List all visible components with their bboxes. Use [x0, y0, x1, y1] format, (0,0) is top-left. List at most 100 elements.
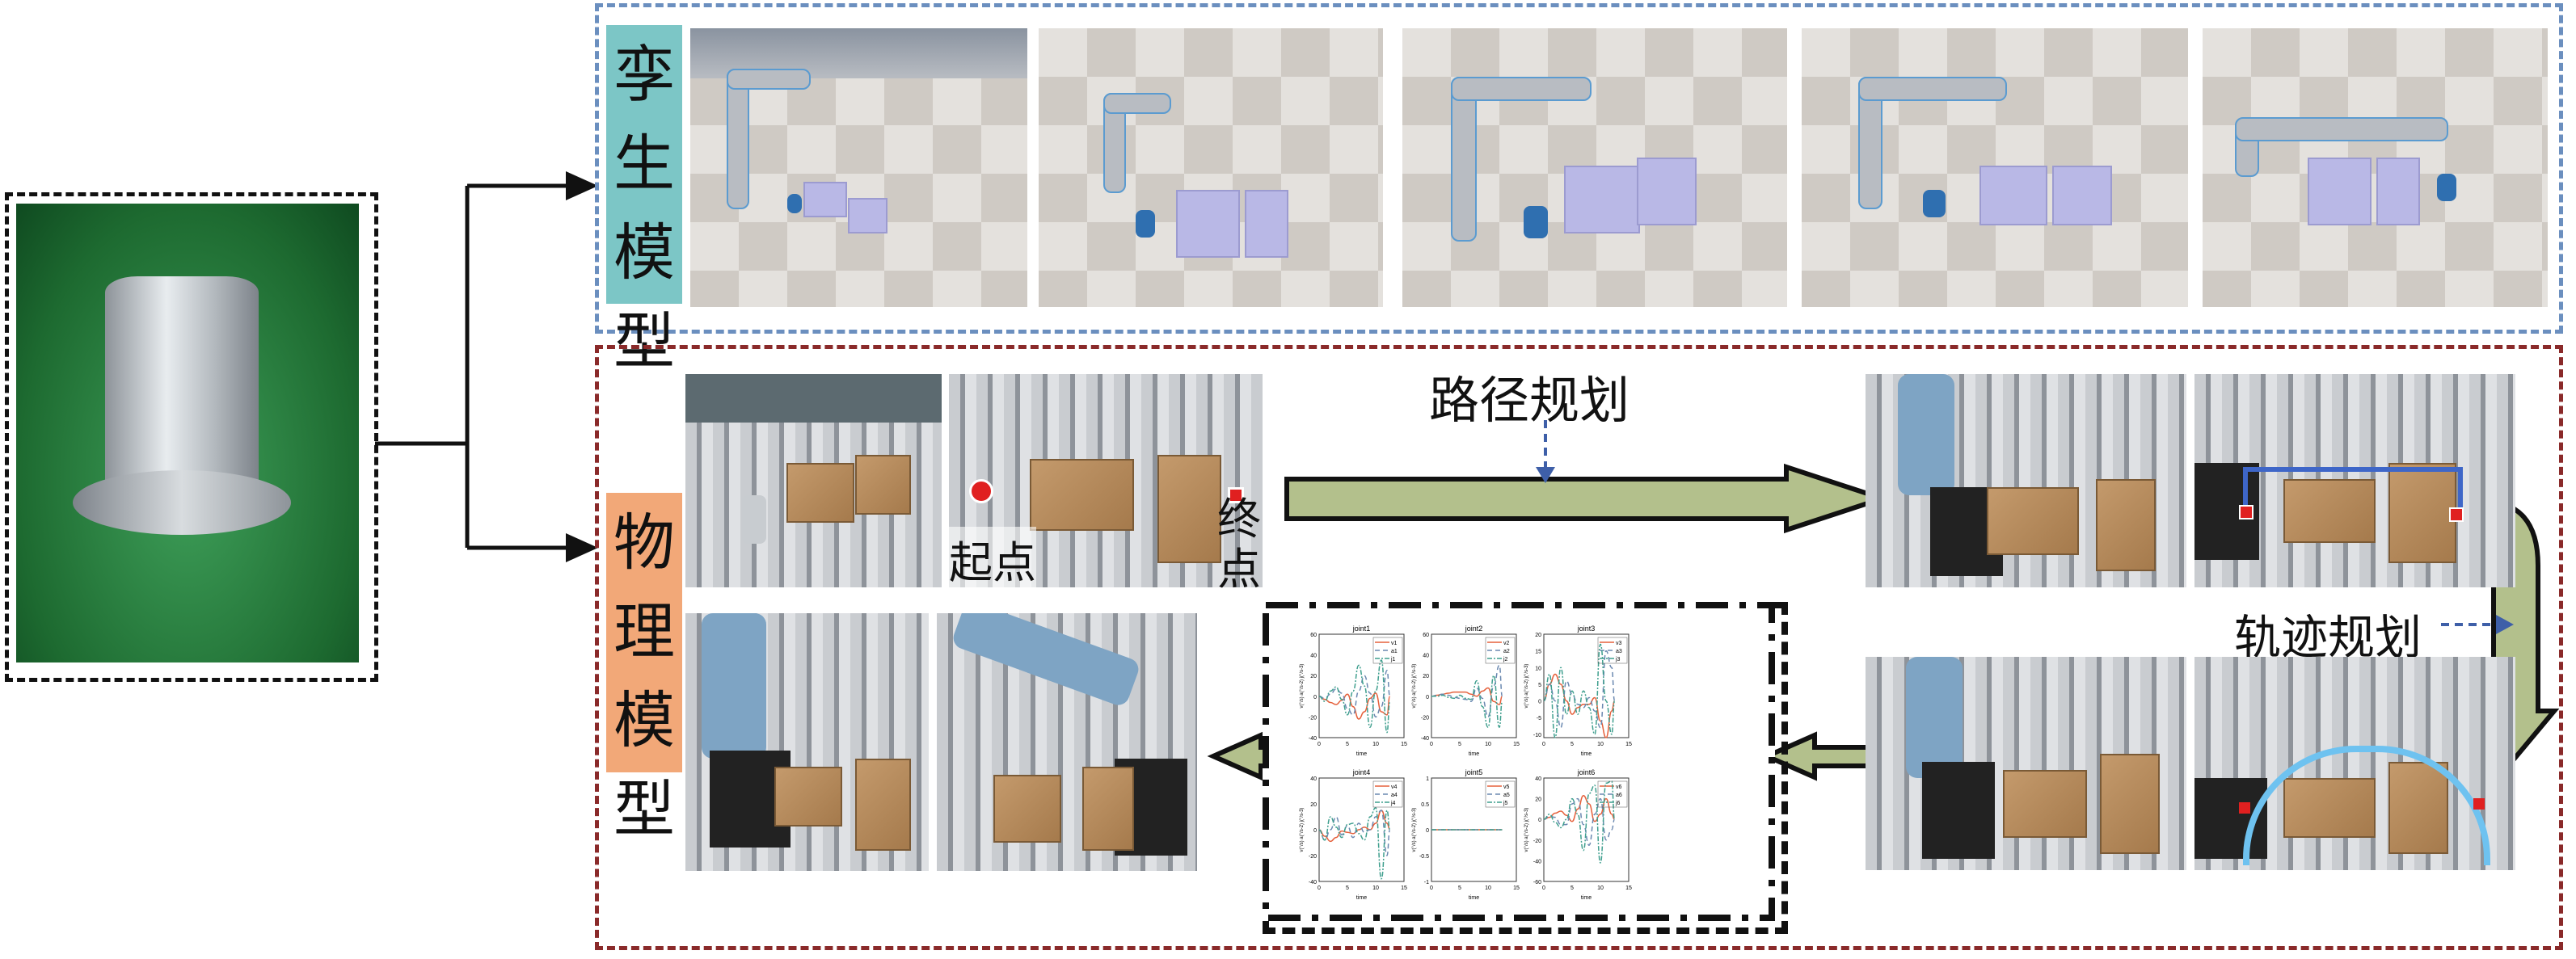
y-tick-label: 40: [1310, 654, 1317, 659]
y-tick-label: -40: [1309, 736, 1317, 742]
twin-label-char: 型: [613, 305, 675, 377]
legend-label: j4: [1390, 801, 1396, 806]
legend-label: v3: [1616, 641, 1622, 646]
x-tick-label: 10: [1485, 742, 1491, 747]
y-axis-label: v(°/s) a(°/s-2) j(°/s-3): [1412, 664, 1417, 709]
x-axis-label: time: [1356, 895, 1367, 901]
y-tick-label: 40: [1535, 776, 1541, 782]
sim-frame-4: [1802, 28, 2188, 307]
x-tick-label: 5: [1346, 885, 1349, 891]
big-arrow-right: [1284, 463, 1891, 534]
physical-model-frame: [595, 345, 2563, 950]
legend-box: [1485, 780, 1516, 808]
x-tick-label: 10: [1372, 742, 1379, 747]
y-tick-label: 20: [1310, 674, 1317, 679]
x-axis-label: time: [1581, 751, 1592, 757]
x-tick-label: 0: [1430, 742, 1433, 747]
legend-label: j6: [1615, 801, 1621, 806]
end-point-label: 终 点: [1215, 494, 1263, 595]
y-tick-label: 20: [1423, 674, 1429, 679]
x-tick-label: 10: [1485, 885, 1491, 891]
chart-title: joint5: [1465, 768, 1483, 776]
legend-label: v2: [1503, 641, 1510, 646]
robot-approach-photo: [1866, 374, 2186, 587]
twin-model-label: 孪 生 模 型: [606, 25, 682, 377]
series-line-j4: [1318, 807, 1391, 880]
x-tick-label: 5: [1346, 742, 1349, 747]
legend-label: j3: [1615, 657, 1621, 662]
arrow-to-physical: [566, 533, 598, 562]
robot-pick-photo: [685, 613, 929, 871]
twin-model-frame: [595, 3, 2563, 334]
y-tick-label: 5: [1538, 683, 1541, 688]
legend-label: v1: [1391, 641, 1398, 646]
x-tick-label: 0: [1542, 885, 1545, 891]
legend-box: [1597, 780, 1628, 808]
series-line-v6: [1543, 795, 1615, 822]
y-tick-label: -20: [1421, 715, 1429, 721]
series-line-j1: [1318, 659, 1391, 734]
workpiece-frame: [5, 192, 378, 682]
charts-border: [1263, 602, 1775, 921]
x-tick-label: 10: [1597, 885, 1604, 891]
y-tick-label: -60: [1533, 880, 1541, 885]
legend-label: v5: [1503, 784, 1510, 790]
legend-label: a1: [1391, 649, 1398, 654]
twin-label-char: 模: [613, 217, 675, 288]
end-point-char: 终: [1217, 494, 1261, 545]
chart-title: joint3: [1577, 625, 1596, 633]
chart-title: joint4: [1352, 768, 1371, 776]
series-line-a2: [1431, 664, 1503, 718]
y-tick-label: -20: [1309, 715, 1317, 721]
legend-label: j5: [1503, 801, 1508, 806]
sim-frame-2: [1039, 28, 1383, 307]
x-tick-label: 15: [1625, 742, 1632, 747]
x-tick-label: 15: [1401, 742, 1407, 747]
x-axis-label: time: [1469, 751, 1479, 757]
legend-box: [1597, 637, 1628, 664]
x-tick-label: 5: [1458, 885, 1461, 891]
series-line-j2: [1431, 675, 1503, 728]
end-point-char: 点: [1217, 544, 1261, 595]
robot-place-photo: [937, 613, 1197, 871]
physical-label-char: 物: [613, 507, 675, 578]
physical-label-char: 型: [613, 773, 675, 845]
x-tick-label: 5: [1458, 742, 1461, 747]
series-line-j3: [1543, 643, 1616, 738]
x-tick-label: 0: [1318, 885, 1321, 891]
y-tick-label: 60: [1423, 633, 1429, 638]
y-tick-label: -20: [1533, 839, 1541, 844]
x-tick-label: 10: [1372, 885, 1379, 891]
x-tick-label: 15: [1513, 742, 1520, 747]
x-tick-label: 0: [1318, 742, 1321, 747]
y-axis-label: v(°/s) a(°/s-2) j(°/s-3): [1300, 664, 1305, 709]
y-tick-label: 0: [1538, 818, 1541, 823]
legend-label: a3: [1616, 649, 1622, 654]
path-plan-photo: [2194, 374, 2515, 587]
x-tick-label: 5: [1570, 742, 1574, 747]
physical-model-label: 物 理 模 型: [606, 493, 682, 845]
robot-grasp-photo: [1866, 657, 2186, 870]
x-tick-label: 10: [1597, 742, 1604, 747]
y-tick-label: 0: [1426, 828, 1429, 834]
twin-label-char: 孪: [613, 39, 675, 111]
arrow-to-twin: [566, 171, 598, 200]
y-tick-label: 10: [1535, 666, 1541, 671]
series-line-a1: [1318, 670, 1391, 718]
y-tick-label: 20: [1535, 797, 1541, 803]
y-tick-label: 0: [1538, 700, 1541, 705]
y-tick-label: 60: [1310, 633, 1317, 638]
y-tick-label: -40: [1533, 859, 1541, 864]
chart-title: joint2: [1465, 625, 1483, 633]
physical-label-char: 理: [613, 595, 675, 667]
y-tick-label: -1: [1424, 880, 1429, 885]
y-tick-label: 40: [1310, 776, 1317, 782]
y-tick-label: 40: [1423, 654, 1429, 659]
legend-label: j2: [1503, 657, 1508, 662]
x-axis-label: time: [1469, 895, 1479, 901]
